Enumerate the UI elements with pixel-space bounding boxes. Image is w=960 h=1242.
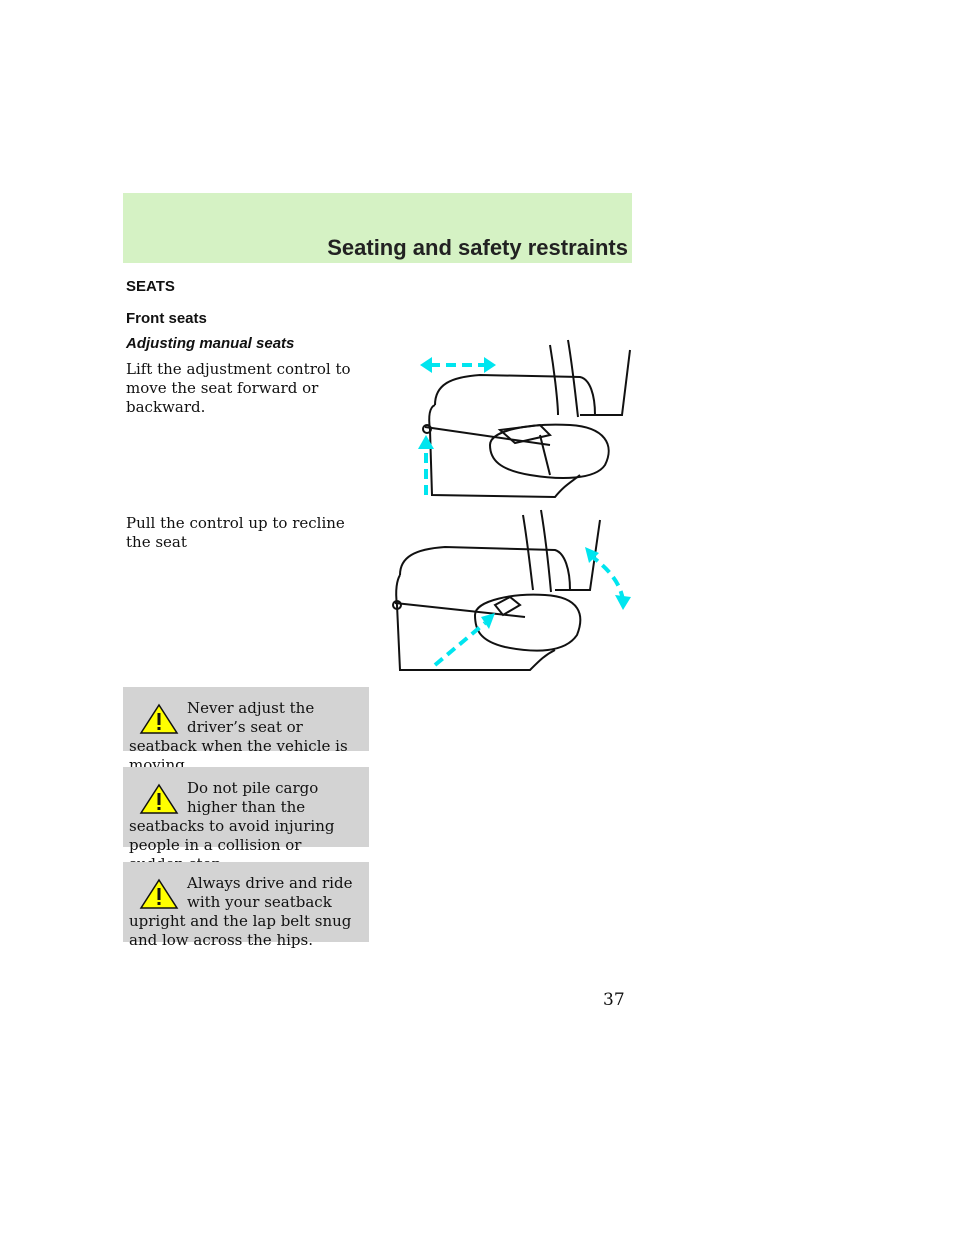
seat-fore-aft-illustration xyxy=(418,339,631,499)
section-subtitle: Front seats xyxy=(126,310,207,327)
fore-aft-instruction: Lift the adjustment control to move the … xyxy=(126,360,351,416)
warning-text: Do not pile cargo higher than the seatba… xyxy=(129,779,335,873)
warning-triangle-icon xyxy=(139,783,179,814)
warning-box: Do not pile cargo higher than the seatba… xyxy=(123,767,369,873)
arrow-left-icon xyxy=(420,357,432,373)
recline-instruction: Pull the control up to recline the seat xyxy=(126,514,345,551)
arrow-up-icon xyxy=(418,435,434,449)
arrow-right-icon xyxy=(484,357,496,373)
section-header-title: Seating and safety restraints xyxy=(327,235,628,260)
section-subsubtitle: Adjusting manual seats xyxy=(126,335,295,352)
arrow-recline-up-icon xyxy=(585,547,599,563)
page-number: 37 xyxy=(603,990,625,1010)
section-title: SEATS xyxy=(126,278,175,295)
warning-box: Always drive and ride with your seatback… xyxy=(123,862,369,949)
arrow-recline-down-icon xyxy=(615,595,631,610)
section-header-bar: Seating and safety restraints xyxy=(123,193,632,263)
warning-text: Always drive and ride with your seatback… xyxy=(129,874,353,949)
arrow-pull-icon xyxy=(481,613,495,629)
warning-box: Never adjust the driver’s seat or seatba… xyxy=(123,687,369,774)
warning-triangle-icon xyxy=(139,703,179,734)
warning-triangle-icon xyxy=(139,878,179,909)
seat-recline-illustration xyxy=(392,509,631,671)
